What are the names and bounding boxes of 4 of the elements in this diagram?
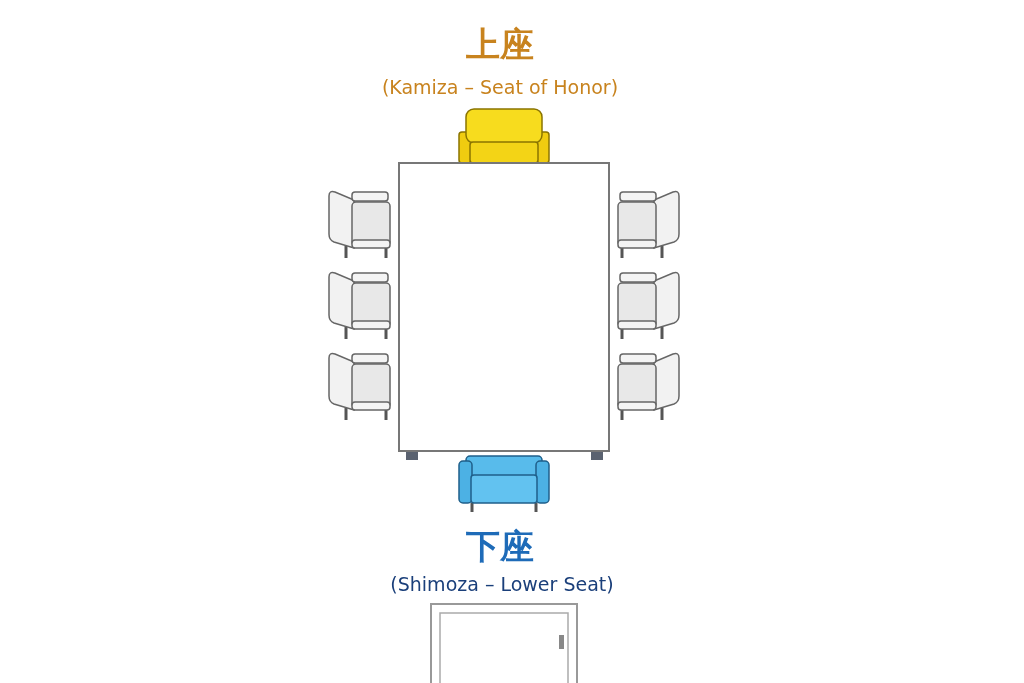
- subtitle: (Shimoza – Lower Seat): [389, 572, 615, 597]
- subtitle: (Kamiza – Seat of Honor): [380, 75, 620, 100]
- heading: 上座: [465, 24, 535, 64]
- heading: 下座: [465, 526, 535, 566]
